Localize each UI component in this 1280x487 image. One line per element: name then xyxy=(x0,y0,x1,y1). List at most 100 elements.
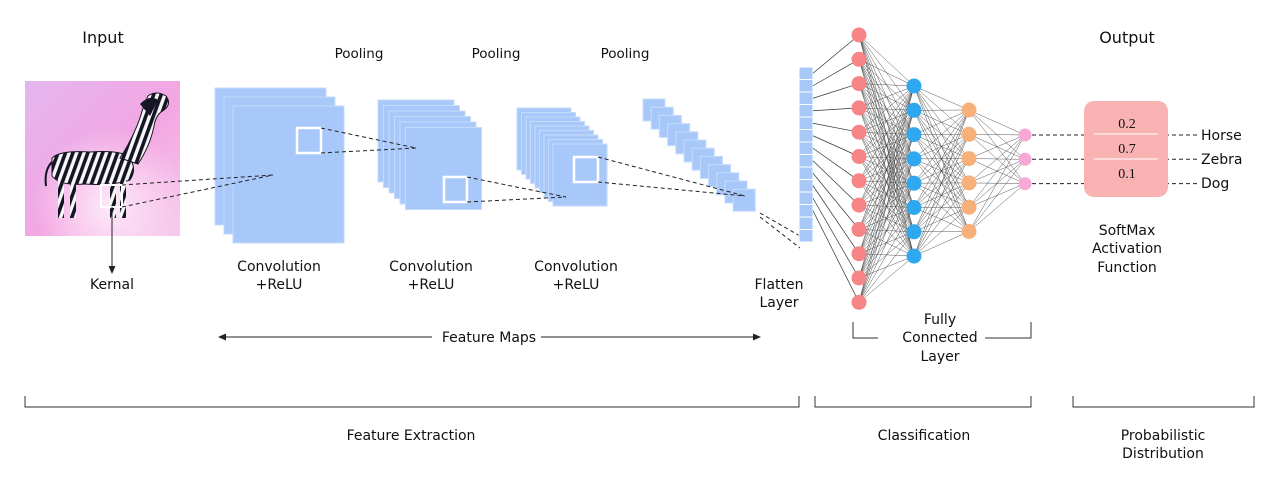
connection xyxy=(858,85,915,303)
fc2-node xyxy=(906,78,922,94)
connection xyxy=(812,83,860,99)
output-node xyxy=(1018,152,1032,166)
fc1-node xyxy=(851,221,867,237)
connection xyxy=(858,85,915,230)
output-node xyxy=(1018,128,1032,142)
svg-text:Convolution: Convolution xyxy=(389,259,473,275)
connection xyxy=(913,182,970,257)
feature-map xyxy=(232,105,345,244)
feature-map-stack-2 xyxy=(377,99,482,210)
fc1-node xyxy=(851,270,867,286)
fc1-node xyxy=(851,173,867,189)
fc3-node xyxy=(961,199,977,215)
svg-text:Convolution: Convolution xyxy=(534,259,618,275)
connection xyxy=(812,34,860,74)
classification-label: Classification xyxy=(878,428,971,444)
feature-maps-arrow xyxy=(218,333,761,341)
flatten-cell xyxy=(798,229,814,243)
connection xyxy=(858,85,915,206)
softmax-value-dog: 0.1 xyxy=(1118,167,1136,182)
flatten-cell xyxy=(798,154,814,168)
flatten-cell xyxy=(798,179,814,193)
fc1-node xyxy=(851,294,867,310)
fc2-node xyxy=(906,248,922,264)
svg-text:SoftMax: SoftMax xyxy=(1099,223,1156,239)
flatten-cell xyxy=(798,79,814,93)
probabilistic-label: Probabilistic Distribution xyxy=(1121,428,1206,462)
connection xyxy=(913,109,970,257)
softmax-value-zebra: 0.7 xyxy=(1118,142,1136,157)
connection xyxy=(913,207,970,257)
feature-extraction-bracket xyxy=(24,396,800,408)
connection xyxy=(858,59,915,87)
pooling-label-2: Pooling xyxy=(472,46,521,62)
fc1-node xyxy=(851,27,867,43)
svg-text:Distribution: Distribution xyxy=(1122,446,1204,462)
svg-text:Connected: Connected xyxy=(902,330,977,346)
softmax-value-horse: 0.2 xyxy=(1118,117,1136,132)
connection xyxy=(858,207,915,303)
feature-extraction-label: Feature Extraction xyxy=(347,428,476,444)
flatten-cell xyxy=(798,104,814,118)
fc3-node xyxy=(961,175,977,191)
connection xyxy=(858,83,915,87)
connection xyxy=(968,134,1026,208)
flatten-cell xyxy=(798,129,814,143)
fc2-node xyxy=(906,224,922,240)
connection xyxy=(913,85,970,111)
fc1-node xyxy=(851,197,867,213)
connection xyxy=(913,109,970,232)
softmax-box xyxy=(1084,101,1168,197)
connection xyxy=(858,85,915,133)
connection xyxy=(812,160,860,206)
connection xyxy=(812,122,860,133)
svg-text:+ReLU: +ReLU xyxy=(256,277,303,293)
feature-map xyxy=(732,188,756,212)
connection xyxy=(913,231,970,257)
flatten-cell xyxy=(798,91,814,105)
connection xyxy=(968,134,1026,136)
feature-map-stack-4 xyxy=(642,98,756,212)
flatten-layer xyxy=(798,66,814,243)
pooling-label-3: Pooling xyxy=(601,46,650,62)
fc3-node xyxy=(961,126,977,142)
connection xyxy=(812,198,860,279)
flatten-cell xyxy=(798,216,814,230)
input-heading: Input xyxy=(82,28,123,47)
fc1-node xyxy=(851,76,867,92)
flatten-cell xyxy=(798,116,814,130)
connection xyxy=(968,159,1026,232)
svg-text:Flatten: Flatten xyxy=(755,277,804,293)
connection xyxy=(913,134,970,257)
input-image xyxy=(25,81,180,236)
class-label-zebra: Zebra xyxy=(1201,152,1242,168)
connection xyxy=(968,183,1026,232)
fc2-node xyxy=(906,151,922,167)
flatten-cell xyxy=(798,204,814,218)
class-label-dog: Dog xyxy=(1201,176,1229,192)
softmax-dividers xyxy=(1094,133,1158,160)
svg-text:Activation: Activation xyxy=(1092,241,1162,257)
connection xyxy=(913,109,970,184)
network-connections xyxy=(812,34,1026,303)
svg-text:Probabilistic: Probabilistic xyxy=(1121,428,1206,444)
fc2-node xyxy=(906,127,922,143)
feature-maps-label: Feature Maps xyxy=(442,330,536,346)
output-node xyxy=(1018,177,1032,191)
feature-map-stack-3 xyxy=(516,107,608,207)
flatten-cell xyxy=(798,191,814,205)
fc1-node xyxy=(851,149,867,164)
svg-text:Layer: Layer xyxy=(759,295,798,311)
connection xyxy=(858,85,915,279)
flatten-label: Flatten Layer xyxy=(755,277,804,311)
connection xyxy=(858,183,915,303)
connection xyxy=(968,109,1026,136)
map3-window xyxy=(572,155,600,184)
fc2-node xyxy=(906,175,922,191)
fc1-node xyxy=(851,246,867,262)
flatten-cell xyxy=(798,66,814,80)
fc3-node xyxy=(961,102,977,118)
fc2-node xyxy=(906,102,922,118)
svg-text:Fully: Fully xyxy=(924,312,956,328)
